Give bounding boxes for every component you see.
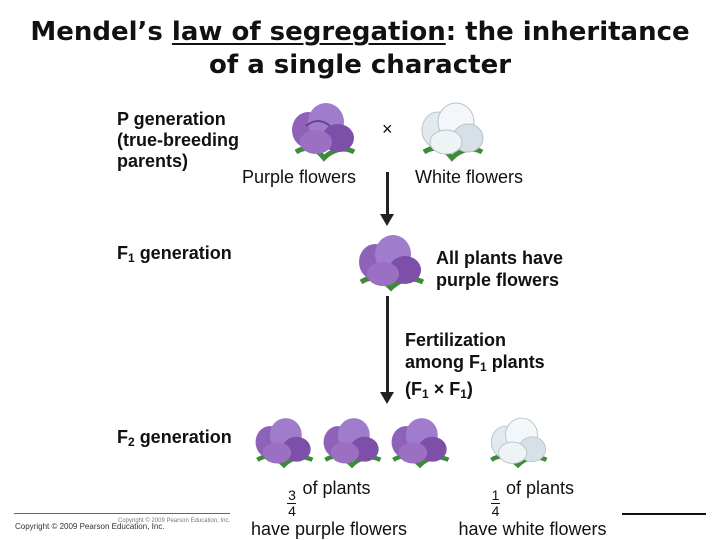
cross-symbol: × — [382, 119, 393, 139]
copyright-inner: Copyright © 2009 Pearson Education, Inc. — [118, 518, 231, 524]
white-flower-icon — [490, 417, 548, 469]
purple-flower-icon — [255, 418, 314, 469]
purple-flowers-label: Purple flowers — [242, 167, 357, 187]
f1-generation-label: F1 generation — [117, 243, 232, 265]
footer-rule — [622, 513, 706, 515]
arrowhead-icon — [380, 214, 394, 226]
purple-flower-icon — [391, 418, 450, 469]
p-generation-label: P generation (true-breeding parents) — [117, 109, 240, 171]
arrowhead-icon — [380, 392, 394, 404]
arrow-p-to-f1 — [386, 172, 389, 216]
copyright-rule — [14, 513, 230, 514]
white-flowers-label: White flowers — [415, 167, 524, 187]
title-underlined-term: law of segregation — [171, 17, 446, 47]
white-flower-icon — [421, 102, 484, 162]
f2-generation-label: F2 generation — [117, 427, 232, 449]
purple-flower-icon — [323, 418, 382, 469]
fertilization-note: Fertilization among F1 plants (F1 × F1) — [405, 330, 545, 401]
copyright-text: Copyright © 2009 Pearson Education, Inc. — [15, 522, 165, 531]
arrow-f1-to-f2 — [386, 296, 389, 394]
f1-note: All plants have purple flowers — [436, 248, 564, 290]
purple-flower-icon — [359, 235, 425, 292]
purple-flower-icon — [292, 103, 356, 162]
page-title: Mendel’s law of segregation: the inherit… — [30, 17, 690, 80]
